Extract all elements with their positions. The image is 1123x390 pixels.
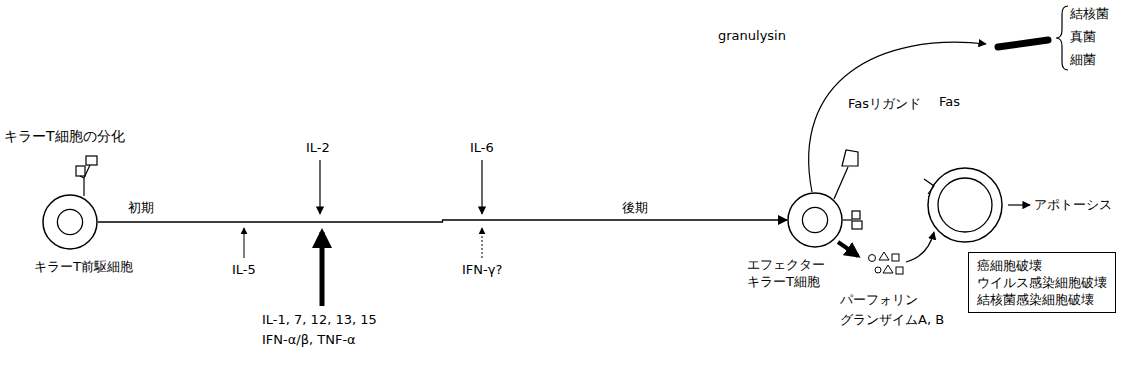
- cell-circle: エフェクター キラーT細胞: [787, 192, 843, 248]
- label: IFN-γ?: [462, 262, 502, 278]
- fas-receptor: [924, 179, 934, 194]
- box-text: ウイルス感染細胞破壊: [977, 274, 1107, 291]
- label: IL-2: [306, 140, 330, 156]
- label: Fasリガンド: [848, 96, 921, 112]
- dotted-cytokine-arrow: [482, 228, 483, 258]
- label: IL-6: [470, 140, 494, 156]
- label: IL-1, 7, 12, 13, 15: [262, 312, 377, 328]
- cytokine-arrow: [481, 160, 482, 214]
- cell-outline: [787, 192, 843, 248]
- granule-symbols: [869, 252, 904, 274]
- label: IL-5: [232, 262, 256, 278]
- label: granulysin: [718, 28, 786, 44]
- cell-outline: [42, 194, 98, 250]
- diagram-title: キラーT細胞の分化: [4, 128, 125, 144]
- cytokine-arrow: [244, 228, 245, 258]
- label: 結核菌: [1070, 6, 1109, 22]
- label: グランザイムA, B: [840, 312, 944, 328]
- cell-membrane: [43, 195, 97, 249]
- box-text: 癌細胞破壊: [977, 257, 1107, 274]
- cell-membrane: [788, 193, 842, 247]
- fas-ligand-symbol: [834, 150, 858, 199]
- cytokine-arrow: [319, 160, 320, 214]
- bracket: [1056, 6, 1068, 70]
- receptor-symbol: [76, 156, 97, 196]
- cell-nucleus: [938, 178, 992, 232]
- differentiation-arrow: [98, 220, 787, 222]
- cell-nucleus: [57, 209, 82, 234]
- cell-membrane: [928, 168, 1002, 242]
- label: 後期: [622, 200, 648, 216]
- cell-circle: キラーT前駆細胞: [42, 194, 98, 250]
- label: IFN-α/β, TNF-α: [262, 332, 356, 348]
- box-text: 結核菌感染細胞破壊: [977, 291, 1107, 308]
- cell-circle: Fas: [927, 167, 1003, 243]
- label: 真菌: [1070, 29, 1096, 45]
- cell-label: エフェクター キラーT細胞: [747, 256, 837, 290]
- receptor-symbol: [843, 211, 862, 229]
- apoptosis-arrow: [1008, 204, 1030, 205]
- thick-cytokine-arrow: [320, 232, 325, 306]
- label: アポトーシス: [1034, 197, 1112, 213]
- bacterium-rod: [998, 40, 1048, 47]
- label: 細菌: [1070, 52, 1096, 68]
- cell-nucleus: [802, 207, 827, 232]
- result-box: 癌細胞破壊ウイルス感染細胞破壊結核菌感染細胞破壊: [968, 252, 1116, 313]
- release-arrow: [838, 242, 858, 256]
- attack-arrow: [906, 232, 934, 262]
- label: 初期: [128, 200, 154, 216]
- label: パーフォリン: [840, 292, 918, 308]
- cell-outline: [927, 167, 1003, 243]
- cell-label: キラーT前駆細胞: [34, 258, 133, 275]
- cell-label: Fas: [939, 93, 960, 110]
